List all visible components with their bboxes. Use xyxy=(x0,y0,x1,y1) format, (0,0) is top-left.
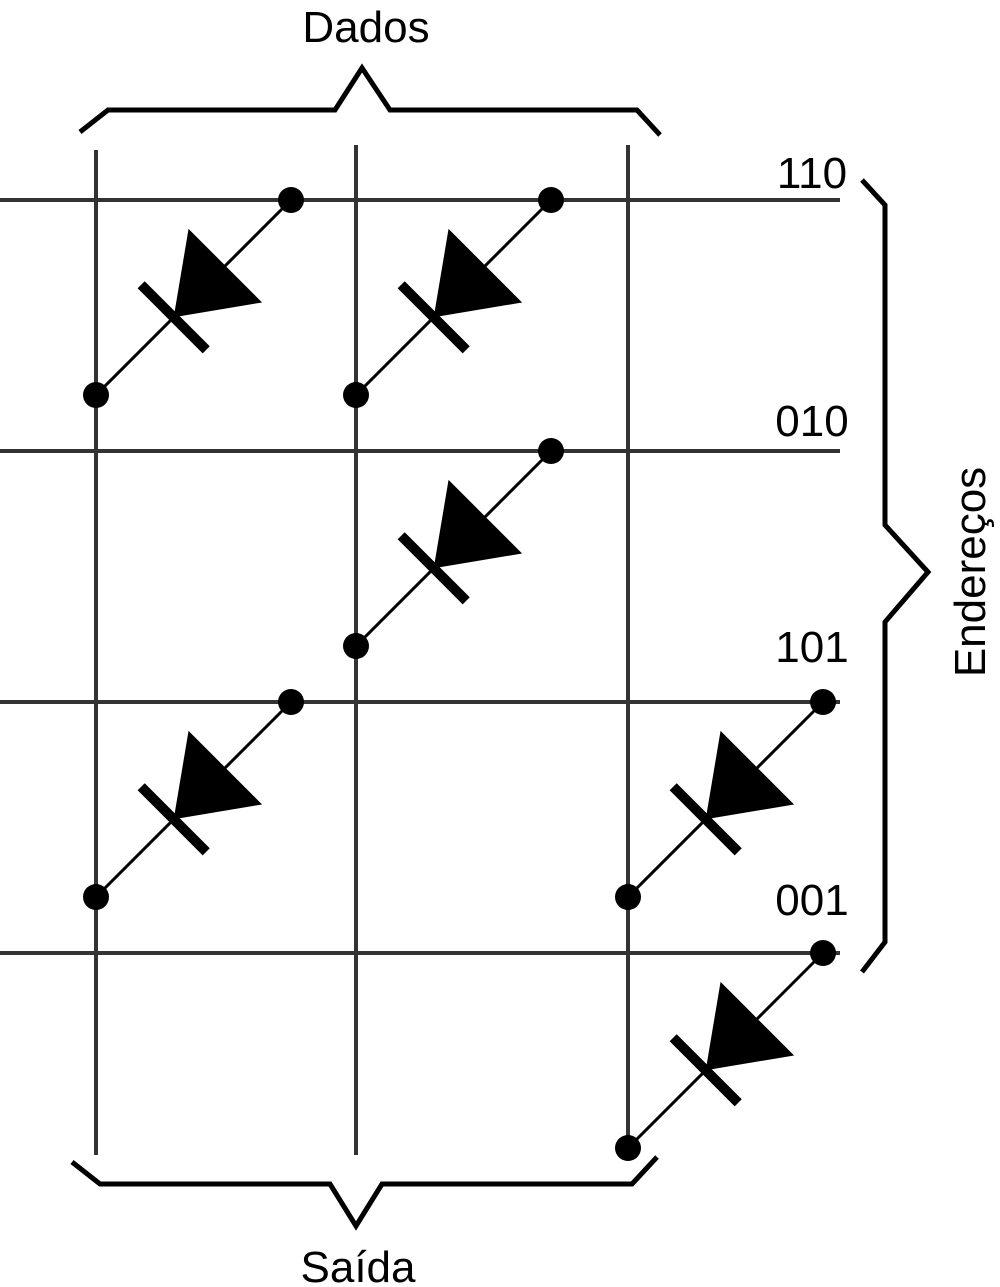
address-label-101: 101 xyxy=(775,623,848,672)
junction-dot xyxy=(615,884,641,910)
junction-dot xyxy=(810,940,836,966)
junction-dot xyxy=(810,689,836,715)
junction-dot xyxy=(538,187,564,213)
address-label-110: 110 xyxy=(777,149,847,198)
address-brace xyxy=(860,178,932,974)
diode-cathode-bar xyxy=(137,783,210,856)
diode xyxy=(83,689,304,910)
output-brace xyxy=(70,1155,659,1231)
diode-cathode-bar xyxy=(397,281,470,354)
diode-cathode-bar xyxy=(669,1034,742,1107)
junction-dot xyxy=(278,187,304,213)
diode-triangle xyxy=(173,730,263,820)
junction-dot xyxy=(343,382,369,408)
diode xyxy=(615,940,836,1161)
address-lines xyxy=(0,198,840,955)
junction-dot xyxy=(83,884,109,910)
junction-dot xyxy=(343,633,369,659)
diode-triangle xyxy=(433,479,523,569)
address-label: Endereços xyxy=(946,467,995,677)
diode xyxy=(343,187,564,408)
diode-triangle xyxy=(705,730,795,820)
diode-triangle xyxy=(173,228,263,318)
junction-dot xyxy=(278,689,304,715)
diode-triangle xyxy=(705,981,795,1071)
data-brace xyxy=(78,63,662,137)
diode xyxy=(343,438,564,659)
junction-dot xyxy=(538,438,564,464)
diode-cathode-bar xyxy=(669,783,742,856)
data-label: Dados xyxy=(302,3,429,52)
output-label: Saída xyxy=(301,1243,417,1287)
address-label-010: 010 xyxy=(775,397,848,446)
junction-dot xyxy=(615,1135,641,1161)
diodes xyxy=(83,187,836,1161)
diode-cathode-bar xyxy=(397,532,470,605)
address-label-001: 001 xyxy=(775,876,848,925)
diode xyxy=(83,187,304,408)
diode xyxy=(615,689,836,910)
junction-dot xyxy=(83,382,109,408)
diode-triangle xyxy=(433,228,523,318)
diode-cathode-bar xyxy=(137,281,210,354)
